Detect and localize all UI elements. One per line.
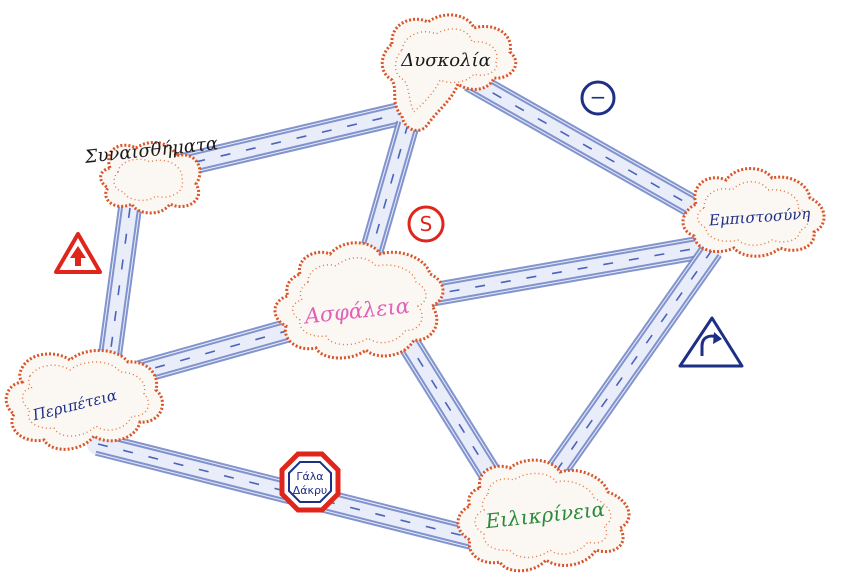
road-synaisthimata-dyskolia (159, 100, 419, 180)
curve-right-arrow-sign-icon (678, 316, 744, 368)
road-asfaleia-empistosyni (413, 236, 709, 308)
cloud-dyskolia (380, 13, 518, 132)
node-label-dyskolia: Δυσκολία (400, 50, 491, 71)
road-asfaleia-eilikrineia (393, 325, 505, 491)
cloud-eilikrineia (456, 458, 631, 573)
warning-up-arrow-sign-icon (54, 232, 102, 274)
cloud-empistosyni (681, 167, 826, 258)
road-dyskolia-asfaleia (358, 113, 420, 267)
stop-sign-text-line1: Γάλα (296, 470, 323, 483)
road-synaisthimata-peripeteia (96, 197, 142, 381)
cloud-synaisthimata (99, 140, 202, 215)
octagon-stop-sign-icon: Γάλα Δάκρυ (279, 451, 341, 513)
stop-sign-text-line2: Δάκρυ (293, 484, 328, 497)
cloud-peripeteia (4, 348, 164, 451)
roads (87, 69, 723, 552)
minus-sign-text: − (590, 85, 607, 109)
minus-circle-sign-icon: − (580, 80, 616, 116)
road-asfaleia-peripeteia (129, 318, 301, 384)
s-sign-text: S (420, 212, 433, 236)
road-dyskolia-empistosyni (459, 69, 717, 225)
s-circle-sign-icon: S (407, 205, 445, 243)
cloud-asfaleia (273, 241, 445, 360)
road-empistosyni-eilikrineia (539, 239, 723, 491)
